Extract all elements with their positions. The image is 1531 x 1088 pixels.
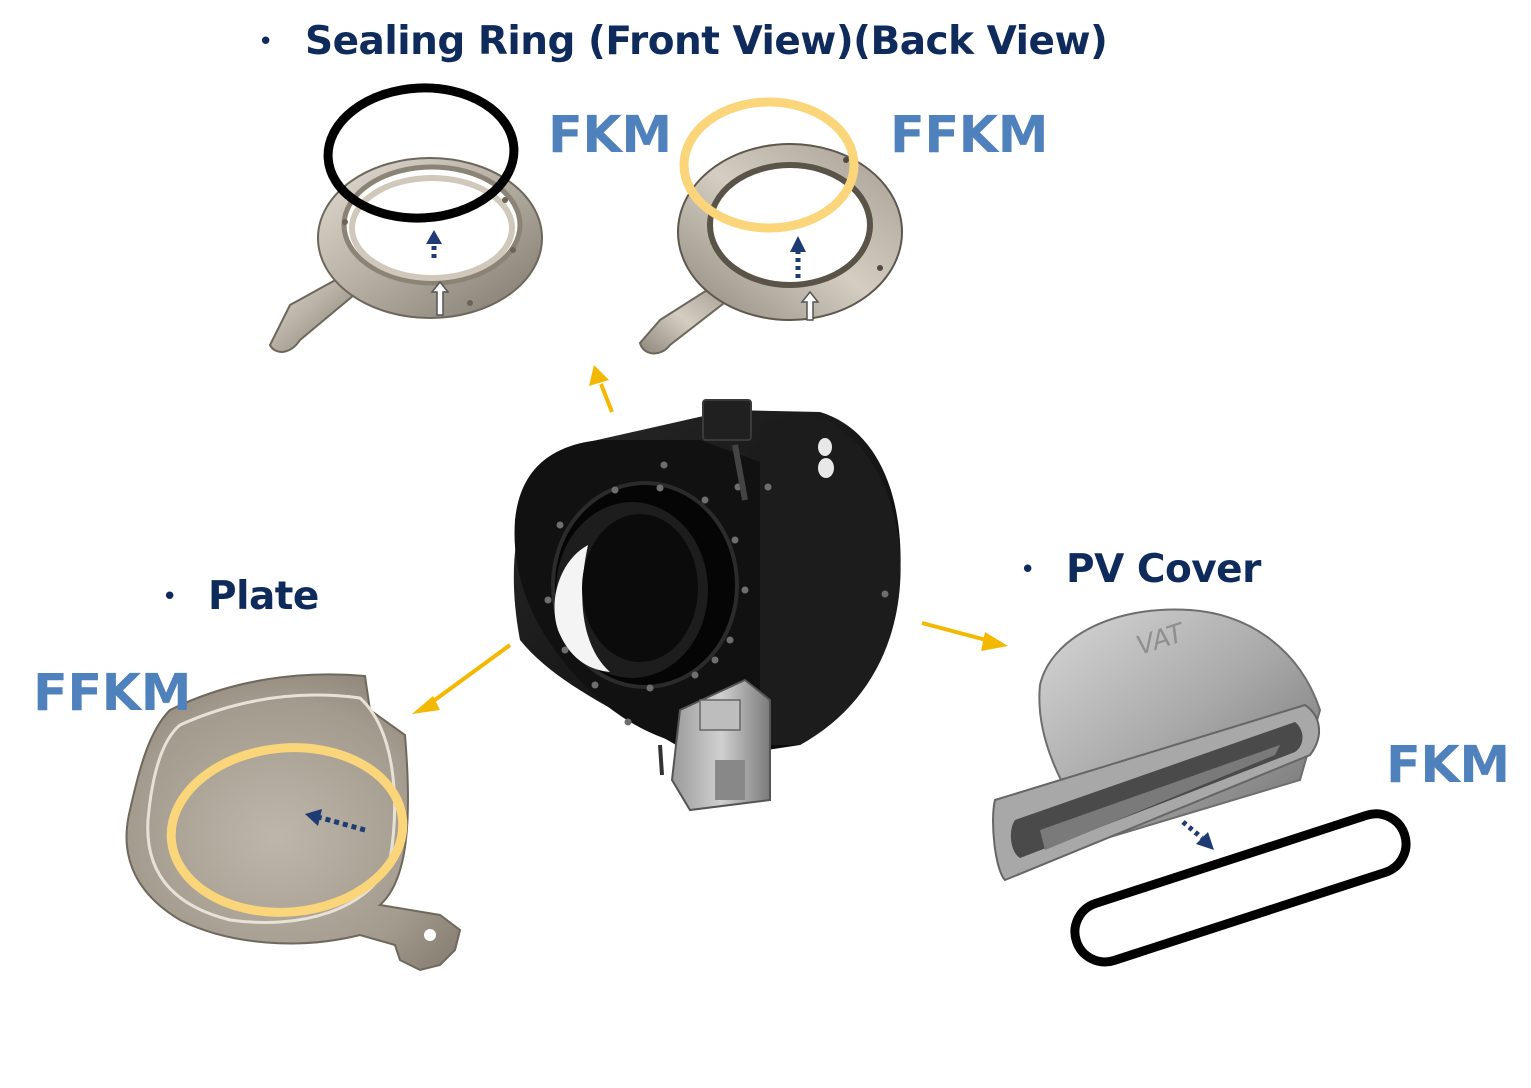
bullet-plate: •	[162, 582, 178, 612]
dotted-arrow-cover	[1181, 820, 1214, 850]
sealing-ring-back-icon	[638, 143, 903, 355]
heading-pv-cover: PV Cover	[1066, 547, 1261, 592]
material-label-ring-back: FFKM	[890, 106, 1048, 165]
arrow-to-plate	[412, 643, 512, 714]
heading-sealing-ring: Sealing Ring (Front View)(Back View)	[305, 19, 1108, 64]
material-label-pv-cover: FKM	[1386, 736, 1510, 795]
material-label-plate: FFKM	[33, 664, 191, 723]
pv-cover-icon: VAT	[992, 608, 1322, 882]
fkm-seal-outline-cover	[1070, 809, 1411, 967]
dotted-arrow-ring-back	[790, 236, 806, 278]
pendulum-valve-icon	[513, 399, 901, 812]
material-label-ring-front: FKM	[548, 106, 672, 165]
arrow-to-pv-cover	[921, 621, 1008, 651]
arrow-to-sealing-ring	[589, 365, 614, 413]
dotted-arrow-ring-front	[426, 230, 442, 258]
bullet-pv-cover: •	[1020, 555, 1036, 585]
bullet-sealing-ring: •	[258, 27, 274, 57]
dotted-arrow-plate	[305, 809, 366, 833]
ffkm-seal-outline-back	[679, 97, 859, 233]
ffkm-seal-outline-plate	[166, 743, 408, 917]
fkm-seal-outline-front	[323, 83, 519, 223]
heading-plate: Plate	[208, 574, 319, 619]
